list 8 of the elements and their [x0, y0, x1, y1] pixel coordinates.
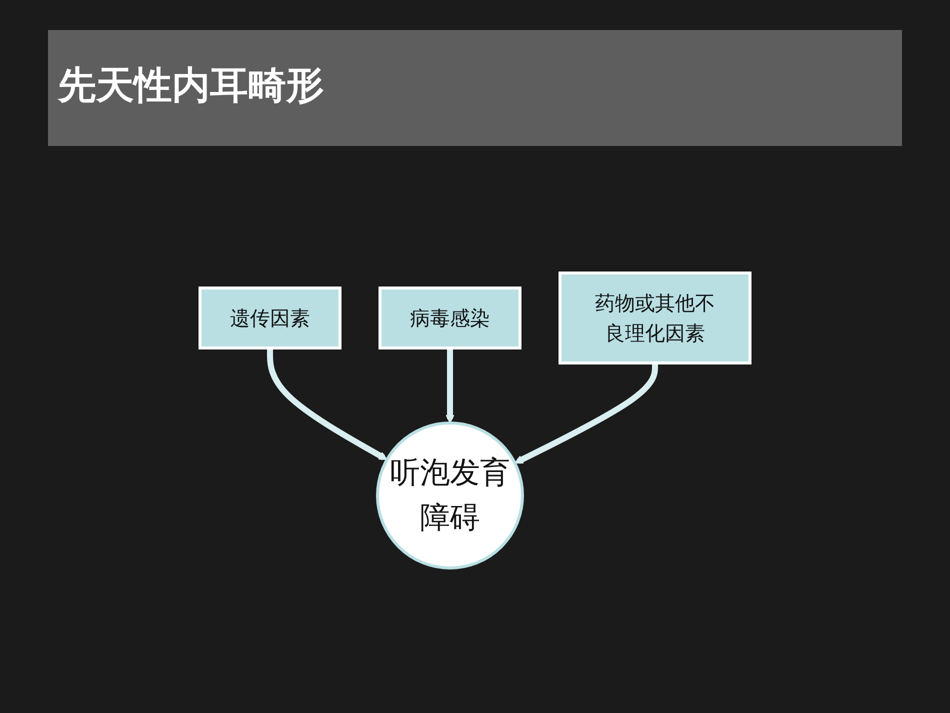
slide-title: 先天性内耳畸形 [48, 30, 902, 146]
node-box: 药物或其他不良理化因素 [558, 271, 752, 364]
arrow [446, 348, 454, 423]
arrow [267, 348, 388, 460]
node-box: 病毒感染 [378, 286, 522, 349]
arrow [514, 362, 658, 464]
node-box: 遗传因素 [198, 286, 342, 349]
node-circle: 听泡发育障碍 [376, 421, 524, 569]
